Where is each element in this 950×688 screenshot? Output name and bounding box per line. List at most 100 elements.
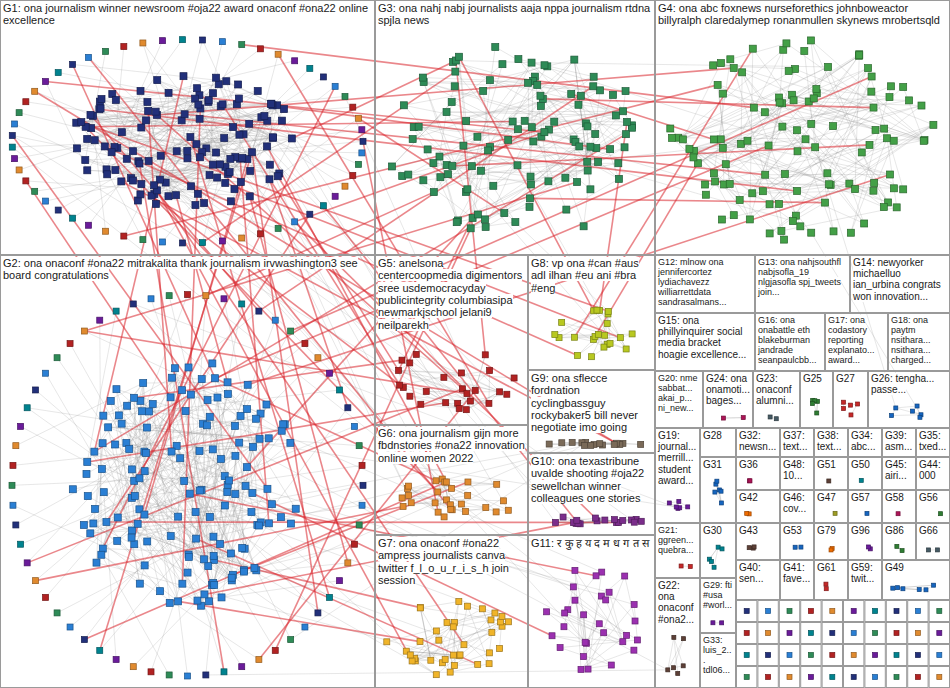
- vertex-marker: [70, 215, 76, 221]
- vertex-marker: [920, 137, 927, 144]
- network-link: [209, 42, 223, 101]
- vertex-marker: [152, 200, 159, 207]
- network-link: [292, 62, 453, 139]
- vertex-marker: [584, 123, 591, 130]
- network-link: [870, 106, 922, 145]
- vertex-marker: [203, 672, 209, 678]
- vertex-marker: [441, 374, 447, 380]
- vertex-marker: [243, 464, 250, 471]
- vertex-marker: [388, 163, 395, 170]
- vertex-marker: [137, 87, 144, 94]
- vertex-marker: [415, 123, 422, 130]
- network-link: [574, 60, 590, 190]
- vertex-marker: [43, 370, 49, 376]
- vertex-marker: [209, 446, 216, 453]
- vertex-marker: [783, 40, 790, 47]
- vertex-marker: [482, 352, 488, 358]
- vertex-marker: [136, 160, 143, 167]
- vertex-marker: [360, 482, 366, 488]
- vertex-marker: [467, 398, 473, 404]
- vertex-marker: [180, 73, 187, 80]
- vertex-marker: [114, 514, 121, 521]
- vertex-marker: [55, 207, 61, 213]
- vertex-marker: [246, 193, 253, 200]
- network-link: [547, 612, 623, 642]
- vertex-marker: [172, 192, 179, 199]
- vertex-marker: [261, 113, 268, 120]
- vertex-marker: [98, 95, 105, 102]
- vertex-marker: [249, 149, 256, 156]
- network-link: [178, 568, 254, 601]
- vertex-marker: [607, 146, 614, 153]
- vertex-marker: [812, 144, 819, 151]
- vertex-marker: [24, 405, 30, 411]
- vertex-marker: [629, 331, 635, 337]
- vertex-marker: [526, 195, 533, 202]
- vertex-marker: [887, 171, 894, 178]
- network-link: [16, 383, 143, 446]
- vertex-marker: [54, 355, 60, 361]
- vertex-marker: [217, 161, 224, 168]
- vertex-marker: [223, 78, 230, 85]
- vertex-marker: [268, 101, 275, 108]
- vertex-marker: [23, 99, 29, 105]
- vertex-marker: [201, 591, 208, 598]
- vertex-marker: [515, 56, 522, 63]
- vertex-marker: [455, 53, 462, 60]
- vertex-marker: [112, 441, 119, 448]
- vertex-marker: [231, 186, 238, 193]
- network-link: [439, 157, 456, 223]
- vertex-marker: [359, 127, 365, 133]
- network-link: [460, 622, 501, 656]
- vertex-marker: [113, 308, 119, 314]
- vertex-marker: [568, 90, 575, 97]
- network-link: [291, 76, 872, 331]
- vertex-marker: [525, 79, 532, 86]
- vertex-marker: [509, 118, 516, 125]
- network-link: [221, 106, 500, 392]
- vertex-marker: [217, 455, 224, 462]
- vertex-marker: [218, 594, 225, 601]
- vertex-marker: [486, 77, 493, 84]
- network-link: [420, 608, 439, 640]
- vertex-marker: [105, 424, 112, 431]
- vertex-marker: [248, 509, 255, 516]
- vertex-marker: [730, 212, 737, 219]
- network-link: [741, 144, 815, 147]
- group-cell: [801, 667, 821, 688]
- vertex-marker: [397, 382, 403, 388]
- vertex-marker: [463, 407, 469, 413]
- vertex-marker: [717, 60, 724, 67]
- network-link: [588, 572, 602, 669]
- vertex-marker: [184, 569, 191, 576]
- group-cell: [779, 645, 799, 666]
- vertex-marker: [887, 83, 894, 90]
- network-link: [420, 609, 482, 642]
- vertex-marker: [182, 408, 189, 415]
- vertex-marker: [449, 163, 456, 170]
- vertex-marker: [514, 162, 521, 169]
- vertex-marker: [272, 647, 278, 653]
- network-link: [101, 61, 295, 109]
- vertex-marker: [157, 152, 164, 159]
- vertex-marker: [239, 42, 245, 48]
- vertex-marker: [84, 493, 91, 500]
- network-link: [256, 358, 318, 419]
- vertex-marker: [194, 85, 201, 92]
- network-link: [459, 57, 473, 218]
- vertex-marker: [505, 136, 512, 143]
- vertex-marker: [201, 200, 208, 207]
- vertex-marker: [893, 204, 900, 211]
- vertex-layer: [9, 37, 943, 680]
- network-link: [559, 337, 620, 338]
- vertex-marker: [413, 351, 419, 357]
- vertex-marker: [192, 509, 199, 516]
- vertex-marker: [930, 121, 937, 128]
- vertex-marker: [615, 175, 622, 182]
- vertex-marker: [33, 578, 39, 584]
- vertex-marker: [866, 141, 873, 148]
- group-cell: [758, 645, 778, 666]
- vertex-marker: [266, 161, 273, 168]
- vertex-marker: [54, 610, 60, 616]
- vertex-marker: [137, 397, 144, 404]
